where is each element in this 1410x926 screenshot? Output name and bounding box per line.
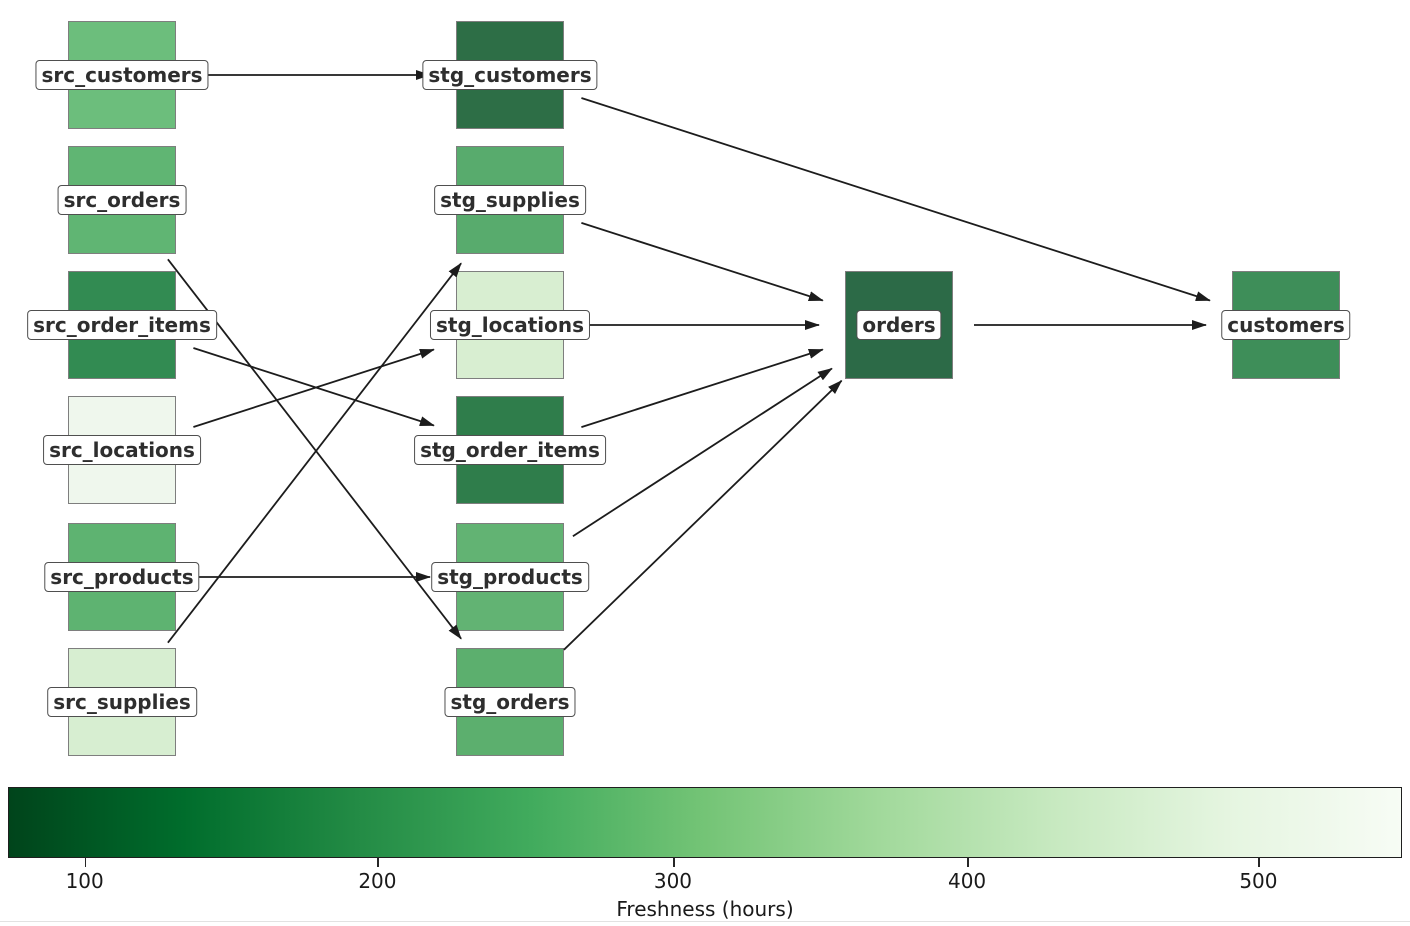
colorbar-axis-label: Freshness (hours) — [616, 897, 794, 921]
edge-src_orders-to-stg_orders — [167, 258, 462, 640]
edge-src_order_items-to-stg_order_items — [193, 347, 435, 427]
freshness-colorbar-gradient — [8, 787, 1402, 858]
edge-stg_products-to-orders — [572, 367, 833, 537]
edge-stg_supplies-to-orders — [581, 222, 824, 302]
edge-src_supplies-to-stg_supplies — [167, 262, 462, 644]
edge-stg_order_items-to-orders — [581, 348, 824, 428]
edge-stg_orders-to-orders — [563, 380, 843, 651]
edge-stg_customers-to-customers — [581, 97, 1211, 302]
edge-src_locations-to-stg_locations — [193, 348, 435, 428]
figure-bottom-border — [0, 921, 1410, 922]
